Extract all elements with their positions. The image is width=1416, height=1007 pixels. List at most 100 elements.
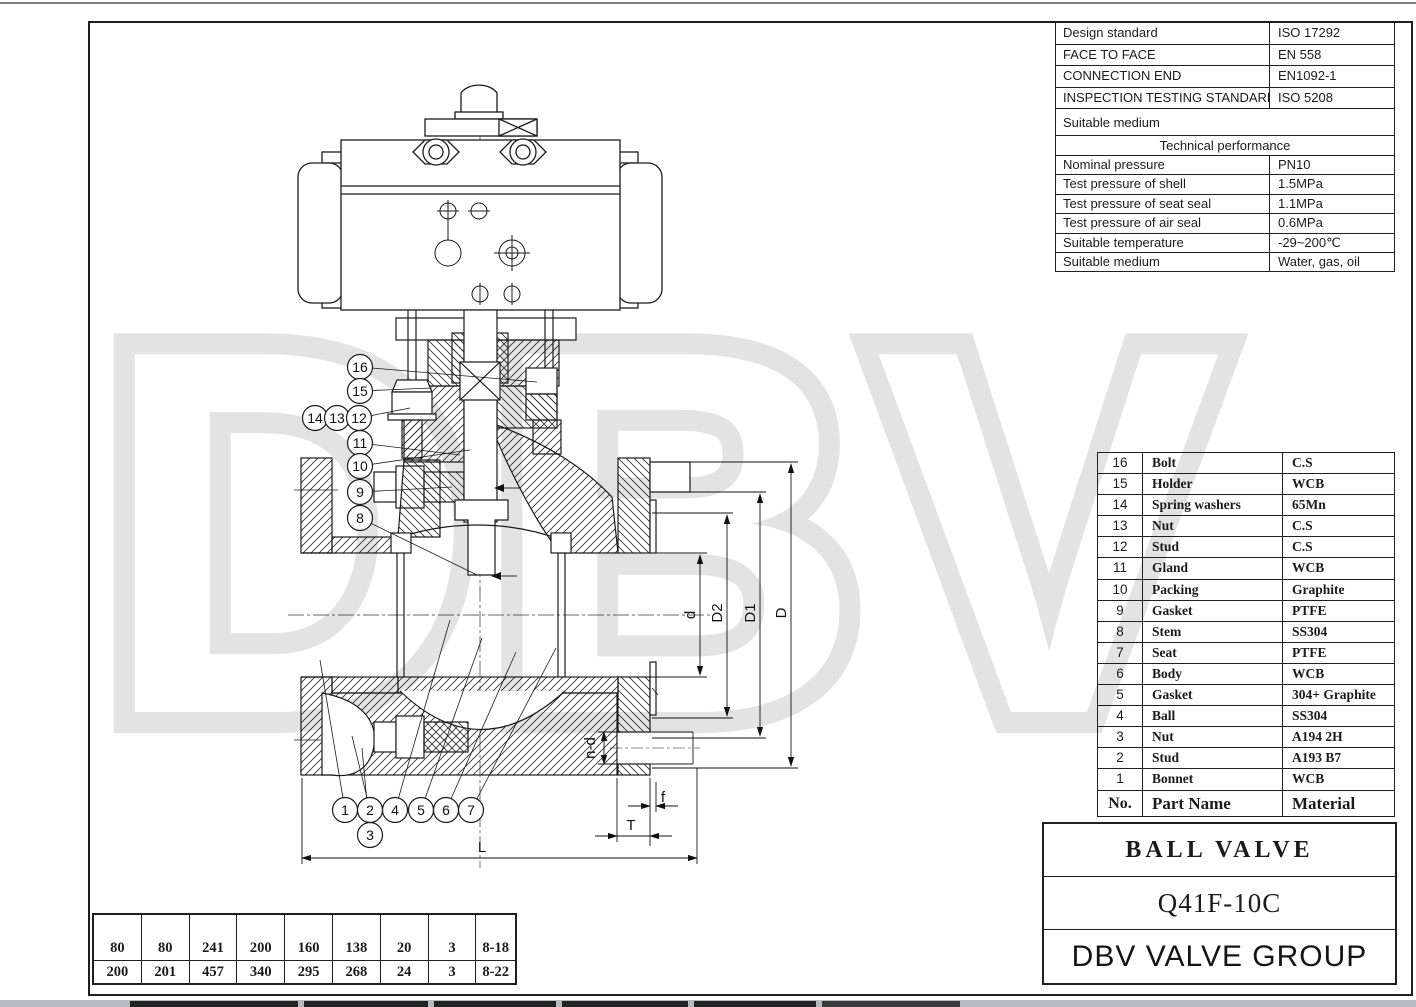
callout-2: 2 — [366, 802, 374, 818]
dims-header-cell — [285, 915, 333, 938]
dimensions-table: 80 80 241 200 160 138 20 3 8-18 200 201 … — [92, 913, 517, 985]
part-number: 6 — [1098, 663, 1143, 685]
table-row: FACE TO FACE EN 558 — [1056, 43, 1394, 65]
dims-header-cell — [333, 915, 381, 938]
part-row: 9 Gasket PTFE — [1098, 599, 1394, 621]
cell-d: 201 — [142, 960, 190, 983]
callout-10: 10 — [352, 458, 368, 474]
part-name: Gasket — [1143, 600, 1283, 621]
part-row: 4 Ball SS304 — [1098, 705, 1394, 727]
callout-1: 1 — [341, 802, 349, 818]
spec-label: CONNECTION END — [1056, 66, 1270, 87]
cell-f: 3 — [429, 937, 477, 960]
dims-data-row: 80 80 241 200 160 138 20 3 8-18 — [94, 937, 515, 960]
part-material: SS304 — [1292, 623, 1328, 639]
part-row: 13 Nut C.S — [1098, 515, 1394, 537]
callout-12: 12 — [351, 410, 367, 426]
dim-label-D2: D2 — [709, 603, 726, 622]
part-name: Gasket — [1143, 685, 1283, 706]
perf-value: Water, gas, oil — [1278, 253, 1360, 269]
table-row: Test pressure of air seal 0.6MPa — [1056, 213, 1394, 233]
part-row: 3 Nut A194 2H — [1098, 726, 1394, 748]
watermark-text: DBV — [100, 242, 1234, 823]
spec-label: Design standard — [1056, 23, 1270, 44]
perf-label: Test pressure of air seal — [1056, 214, 1270, 233]
part-material: 304+ Graphite — [1292, 687, 1376, 703]
part-name: Seat — [1143, 642, 1283, 663]
perf-value: 1.5MPa — [1278, 176, 1323, 192]
col-no: No. — [1098, 790, 1143, 816]
table-row: INSPECTION TESTING STANDARD ISO 5208 — [1056, 86, 1394, 108]
valve-body — [294, 457, 707, 777]
part-number: 5 — [1098, 685, 1143, 706]
part-row: 10 Packing Graphite — [1098, 578, 1394, 600]
part-row: 1 Bonnet WCB — [1098, 768, 1394, 790]
part-material: PTFE — [1292, 602, 1327, 618]
part-number: 8 — [1098, 621, 1143, 642]
cell-nd: 8-22 — [482, 963, 509, 980]
dim-label-f: f — [661, 789, 666, 806]
standards-rows: Design standard ISO 17292 FACE TO FACE E… — [1056, 23, 1394, 108]
dims-header-cell — [476, 915, 515, 937]
callout-11: 11 — [353, 435, 368, 451]
cell-d1: 295 — [285, 960, 333, 983]
dims-body: 80 80 241 200 160 138 20 3 8-18 200 201 … — [94, 937, 515, 983]
table-row: Test pressure of shell 1.5MPa — [1056, 174, 1394, 194]
dims-header-cell — [142, 915, 190, 938]
cell-d2: 268 — [333, 960, 381, 983]
part-name: Packing — [1143, 579, 1283, 600]
perf-label: Suitable medium — [1056, 252, 1270, 272]
part-number: 10 — [1098, 579, 1143, 600]
callout-4: 4 — [391, 802, 399, 818]
bonnet-stem-assembly — [373, 309, 619, 580]
part-row: 12 Stud C.S — [1098, 536, 1394, 558]
cell-dd: 200 — [237, 937, 286, 960]
part-row: 11 Gland WCB — [1098, 557, 1394, 579]
perf-value: 0.6MPa — [1278, 215, 1323, 231]
dimension-lines — [301, 461, 798, 864]
table-row: CONNECTION END EN1092-1 — [1056, 65, 1394, 87]
callout-14: 14 — [307, 410, 323, 426]
cell-t: 24 — [381, 960, 429, 983]
part-material: SS304 — [1292, 708, 1328, 724]
callout-15: 15 — [352, 383, 368, 399]
part-number: 11 — [1098, 558, 1143, 579]
parts-list-table: 16 Bolt C.S 15 Holder WCB 14 Spring wash… — [1097, 452, 1395, 817]
part-name: Stud — [1143, 537, 1283, 558]
part-name: Stud — [1143, 748, 1283, 769]
table-row: Test pressure of seat seal 1.1MPa — [1056, 193, 1394, 214]
part-name: Holder — [1143, 474, 1283, 495]
pneumatic-actuator — [297, 84, 663, 311]
part-number: 3 — [1098, 727, 1143, 748]
part-name: Ball — [1143, 706, 1283, 727]
table-row: Nominal pressure PN10 — [1056, 155, 1394, 175]
parts-header-row: No. Part Name Material — [1098, 789, 1394, 816]
perf-label: Test pressure of seat seal — [1056, 194, 1270, 214]
part-row: 14 Spring washers 65Mn — [1098, 494, 1394, 516]
thumbnail-edge — [434, 1001, 556, 1007]
cell-d1: 160 — [285, 937, 333, 960]
dims-header-cell — [190, 915, 238, 938]
dim-label-d: d — [682, 611, 699, 619]
part-material: WCB — [1292, 771, 1325, 787]
cell-t: 20 — [381, 937, 429, 960]
technical-performance-header: Technical performance — [1056, 135, 1394, 155]
callout-8: 8 — [356, 510, 364, 526]
thumbnail-edge — [694, 1001, 816, 1007]
cell-dd: 340 — [237, 960, 286, 983]
dims-header-cell — [429, 915, 477, 938]
dims-header-cell — [237, 915, 286, 938]
part-material: WCB — [1292, 476, 1325, 492]
table-row: Suitable medium Water, gas, oil — [1056, 251, 1394, 272]
part-callouts: 16 15 14 13 12 11 10 9 8 1 2 3 4 5 6 7 — [301, 353, 557, 849]
performance-rows: Nominal pressure PN10 Test pressure of s… — [1056, 155, 1394, 272]
perf-value: -29~200℃ — [1278, 234, 1341, 250]
part-material: C.S — [1292, 455, 1313, 470]
bottom-thumbnail-strip — [0, 1000, 1416, 1007]
dimension-labels: d D2 D1 D n-d L T f — [478, 603, 790, 856]
spec-value: EN1092-1 — [1278, 68, 1337, 83]
dim-label-nd: n-d — [582, 737, 599, 759]
table-row: Design standard ISO 17292 — [1056, 23, 1394, 44]
part-name: Gland — [1143, 558, 1283, 579]
part-number: 9 — [1098, 600, 1143, 621]
